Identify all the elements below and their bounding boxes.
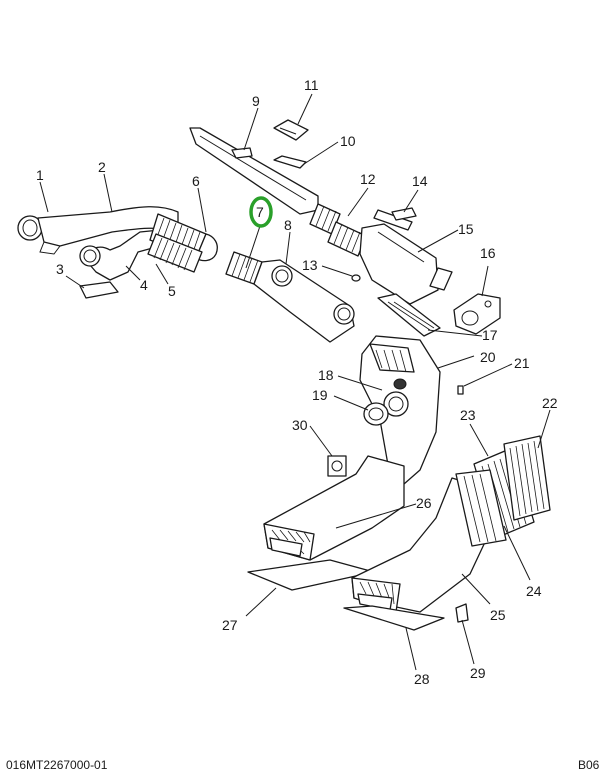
part-5-6-hoses [147,213,218,273]
callout-21: 21 [514,355,530,371]
part-29-clip [455,603,469,623]
part-26-outlet-duct [263,455,405,561]
callout-5: 5 [168,283,176,299]
callout-22: 22 [542,395,558,411]
highlight-callout-7 [249,196,273,228]
part-1-2-duct [17,206,179,299]
part-14-strip [391,207,417,221]
callout-20: 20 [480,349,496,365]
callout-2: 2 [98,159,106,175]
callout-14: 14 [412,173,428,189]
callout-11: 11 [304,77,319,93]
callout-4: 4 [140,277,148,293]
callout-16: 16 [480,245,496,261]
callout-7: 7 [256,204,264,220]
callout-6: 6 [192,173,200,189]
part-16-gasket [453,293,501,335]
part-9-rail [189,127,319,215]
callout-8: 8 [284,217,292,233]
part-12-hose [309,203,367,257]
callout-10: 10 [340,133,356,149]
part-21-clip [457,385,464,395]
callout-19: 19 [312,387,328,403]
callout-15: 15 [458,221,474,237]
callout-27: 27 [222,617,238,633]
part-11-clip [273,119,309,141]
part-18-ring [383,391,409,417]
callout-1: 1 [36,167,44,183]
part-15-duct-body [359,209,453,305]
callout-25: 25 [490,607,506,623]
callout-9: 9 [252,93,260,109]
callout-13: 13 [302,257,318,273]
callout-24: 24 [526,583,542,599]
part-19-ring [363,402,389,426]
callout-3: 3 [56,261,64,277]
part-22-grille [503,435,551,521]
leader-lines [39,93,551,671]
callout-26: 26 [416,495,432,511]
part-20-housing [359,335,441,485]
part-13-screw [351,274,361,282]
part-30-plate [327,455,347,477]
part-7-8-duct [225,251,355,343]
callout-23: 23 [460,407,476,423]
callout-17: 17 [482,327,498,343]
sheet-code: B06 [578,758,600,772]
callout-12: 12 [360,171,376,187]
callout-29: 29 [470,665,486,681]
callout-30: 30 [292,417,308,433]
drawing-number: 016MT2267000-01 [6,758,108,772]
part-10-strip [273,155,307,169]
part-17-plate [377,293,441,337]
part-28-plate [343,605,445,631]
callout-28: 28 [414,671,430,687]
callout-18: 18 [318,367,334,383]
callout-labels: 1 2 3 4 5 6 7 8 9 10 11 12 13 14 15 16 1… [36,77,558,687]
